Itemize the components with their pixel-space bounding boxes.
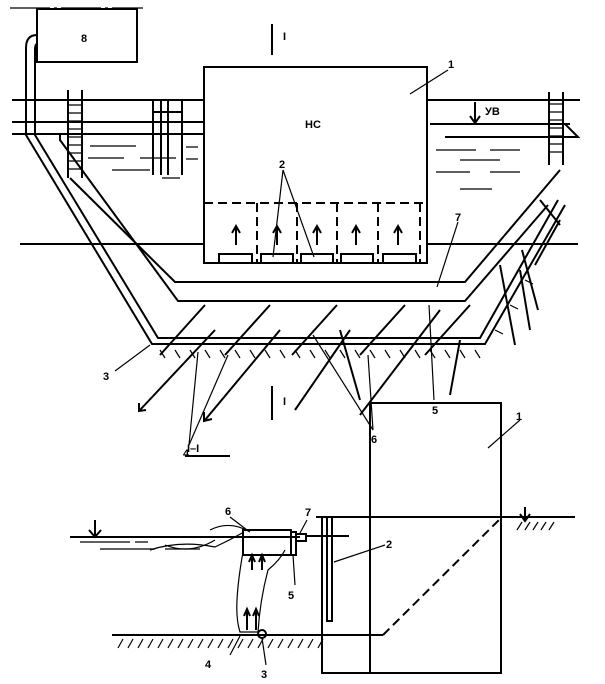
callout-6: 6 — [371, 434, 377, 446]
section-callout-6: 6 — [225, 506, 231, 518]
section-callout-4: 4 — [205, 659, 212, 671]
section-callout-2: 2 — [386, 539, 392, 551]
ground-hatching — [159, 279, 534, 359]
outflow-arrows — [138, 249, 539, 423]
callout-1: 1 — [448, 59, 454, 71]
ladder-right — [548, 92, 564, 165]
pump-station-box — [203, 66, 428, 264]
callout-7: 7 — [455, 212, 461, 224]
water-level-icon — [469, 102, 481, 125]
water-surface-marks — [88, 145, 520, 190]
plan-view: 8 I НС — [10, 7, 581, 460]
bubble-plume — [236, 549, 286, 633]
section-callout-7: 7 — [305, 507, 311, 519]
air-pipe-inner — [34, 43, 559, 339]
water-level-label: УВ — [485, 106, 500, 118]
callout-2: 2 — [279, 159, 285, 171]
channel-outer — [59, 135, 549, 302]
air-pipe-outer — [25, 34, 566, 345]
station-building — [369, 402, 502, 674]
callout-5: 5 — [432, 405, 438, 417]
section-mark-label: I — [283, 31, 286, 43]
plate-2 — [326, 516, 333, 622]
pump-station-label: НС — [305, 119, 321, 131]
slope-line — [382, 516, 503, 636]
section-title: I–I — [187, 443, 199, 455]
diffuser-pipes — [159, 199, 561, 356]
water-level-icon-section — [88, 520, 102, 539]
ground-level-icon — [519, 507, 531, 523]
callout-3: 3 — [103, 371, 109, 383]
tank-label: 8 — [81, 33, 87, 45]
callout-4: 4 — [183, 448, 190, 460]
section-mark-label-bottom: I — [283, 396, 286, 408]
section-callout-3: 3 — [261, 669, 267, 681]
section-callout-5: 5 — [288, 590, 294, 602]
section-view: I–I 1 2 6 7 5 4 3 — [70, 402, 575, 681]
section-callout-1: 1 — [516, 411, 522, 423]
support-7 — [295, 533, 307, 542]
grating — [152, 100, 183, 175]
channel-inner — [69, 169, 561, 283]
ladder-left — [67, 90, 83, 178]
intake-windows — [218, 253, 417, 264]
